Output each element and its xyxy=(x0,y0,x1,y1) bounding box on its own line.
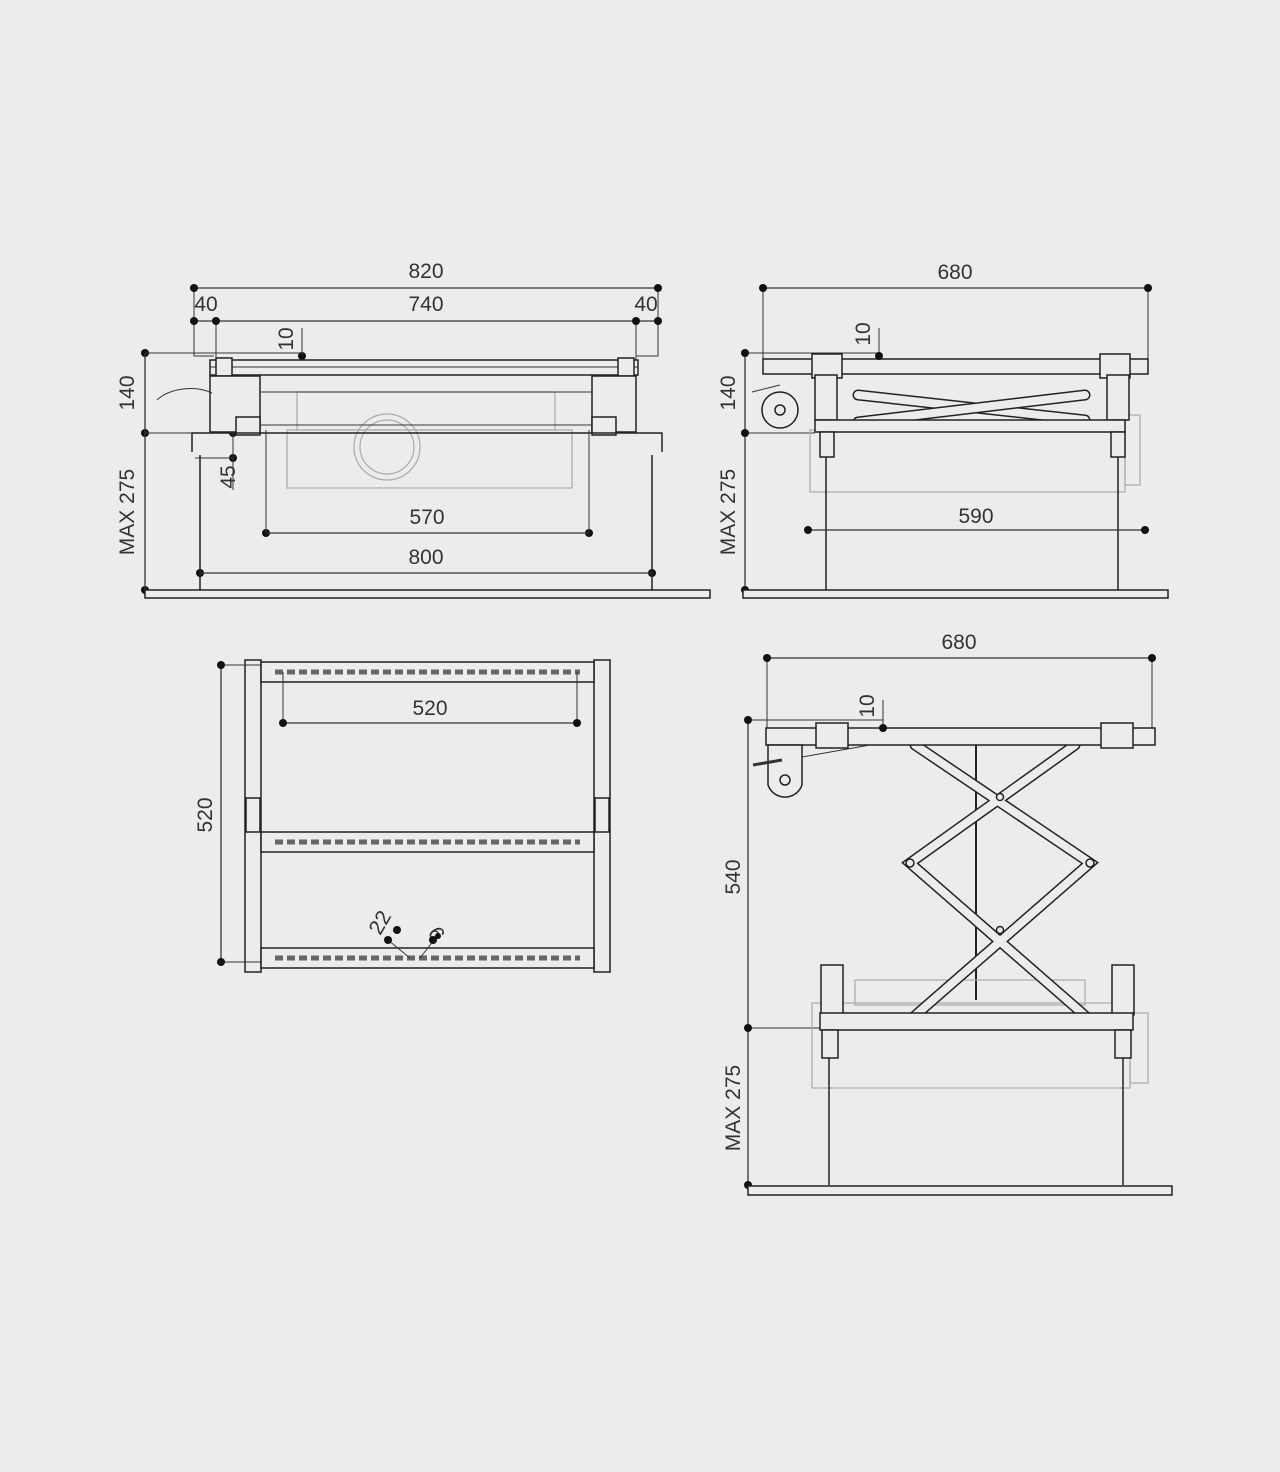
top-rail xyxy=(762,358,1149,375)
projector-lens xyxy=(1124,414,1141,486)
rod-mount xyxy=(1110,431,1126,458)
dim-label-left-offset: 40 xyxy=(194,293,217,316)
clamp-left xyxy=(245,797,261,833)
bracket xyxy=(811,353,843,379)
dim-label-frame-height: 140 xyxy=(717,375,740,410)
leader-line xyxy=(387,939,411,959)
hole-label-large: 22 xyxy=(365,907,397,939)
dim-label-projector-span: 570 xyxy=(409,506,444,529)
projector-body xyxy=(286,429,573,489)
clamp-right xyxy=(594,797,610,833)
dim-label-max-drop: MAX 275 xyxy=(722,1065,745,1151)
ceiling-line xyxy=(742,589,1169,599)
extended-view: 680 10 540 MAX 275 xyxy=(722,631,1173,1196)
dim-label-rod-span: 590 xyxy=(958,505,993,528)
pulley-right xyxy=(591,416,617,436)
side-view: 680 10 140 MAX 275 590 xyxy=(717,261,1169,599)
post xyxy=(1106,374,1130,421)
dim-label-lift-travel: 540 xyxy=(722,859,745,894)
dim-label-overall-width: 680 xyxy=(941,631,976,654)
dim-label-frame-depth: 520 xyxy=(194,797,217,832)
ceiling-line xyxy=(747,1185,1173,1196)
projector-body xyxy=(809,429,1126,493)
dim-label-plate-thickness: 10 xyxy=(856,694,879,717)
motor-housing xyxy=(767,744,803,798)
dim-label-max-drop: MAX 275 xyxy=(116,469,139,555)
power-cable xyxy=(156,388,213,401)
dim-label-inner-width: 740 xyxy=(408,293,443,316)
corner-bracket xyxy=(617,357,635,377)
dim-label-rod-span: 800 xyxy=(408,546,443,569)
dim-label-plate-thickness: 10 xyxy=(852,322,875,345)
ceiling-line xyxy=(144,589,711,599)
corner-bracket xyxy=(215,357,233,377)
dim-label-max-drop: MAX 275 xyxy=(717,469,740,555)
dim-label-overall-width: 820 xyxy=(408,260,443,283)
slotted-rails xyxy=(260,661,595,969)
scissor-arms xyxy=(901,739,1100,1026)
dimension-dots xyxy=(744,654,1156,1189)
bracket xyxy=(1100,722,1134,749)
bracket xyxy=(1099,353,1131,379)
extension-line xyxy=(636,288,659,357)
crank-handle xyxy=(752,758,783,767)
top-view: 520 520 22 9 xyxy=(194,659,611,973)
pulley-left xyxy=(235,416,261,436)
dim-label-slot-span: 520 xyxy=(412,697,447,720)
rod-mount xyxy=(819,431,835,458)
projector-body xyxy=(296,391,556,431)
motor-hub xyxy=(779,774,791,786)
dim-label-overall-width: 680 xyxy=(937,261,972,284)
post xyxy=(820,964,844,1016)
crank-handle xyxy=(751,384,781,393)
dim-label-frame-height: 140 xyxy=(116,375,139,410)
bracket xyxy=(815,722,849,749)
lower-rail xyxy=(814,419,1126,433)
dim-label-bracket-offset: 45 xyxy=(217,465,240,488)
front-view: 820 40 740 40 10 140 MAX 275 45 xyxy=(116,260,711,599)
projector-lens xyxy=(353,413,421,481)
projector-lens xyxy=(359,419,415,475)
projector-top xyxy=(854,979,1086,1006)
dim-label-right-offset: 40 xyxy=(634,293,657,316)
motor-hub xyxy=(774,404,786,416)
post xyxy=(1111,964,1135,1016)
dimension-dots xyxy=(741,284,1152,594)
rod-mount xyxy=(821,1029,839,1059)
scissor-arm xyxy=(854,391,1089,426)
brace xyxy=(801,744,871,758)
post xyxy=(814,374,838,421)
lower-rail xyxy=(819,1012,1134,1031)
rod-mount xyxy=(1114,1029,1132,1059)
mounting-plate xyxy=(191,432,663,452)
top-rail xyxy=(765,727,1156,746)
extension-line xyxy=(193,288,214,357)
dimension-dots xyxy=(141,284,662,594)
dim-label-plate-thickness: 10 xyxy=(275,327,298,350)
dimension-dots xyxy=(217,661,581,966)
